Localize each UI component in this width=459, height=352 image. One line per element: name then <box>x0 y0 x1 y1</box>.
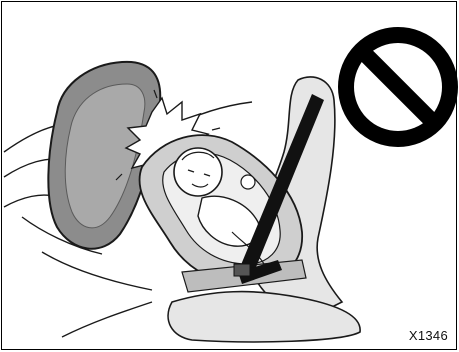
no-entry-icon <box>346 35 450 139</box>
figure-code: X1346 <box>409 328 448 343</box>
